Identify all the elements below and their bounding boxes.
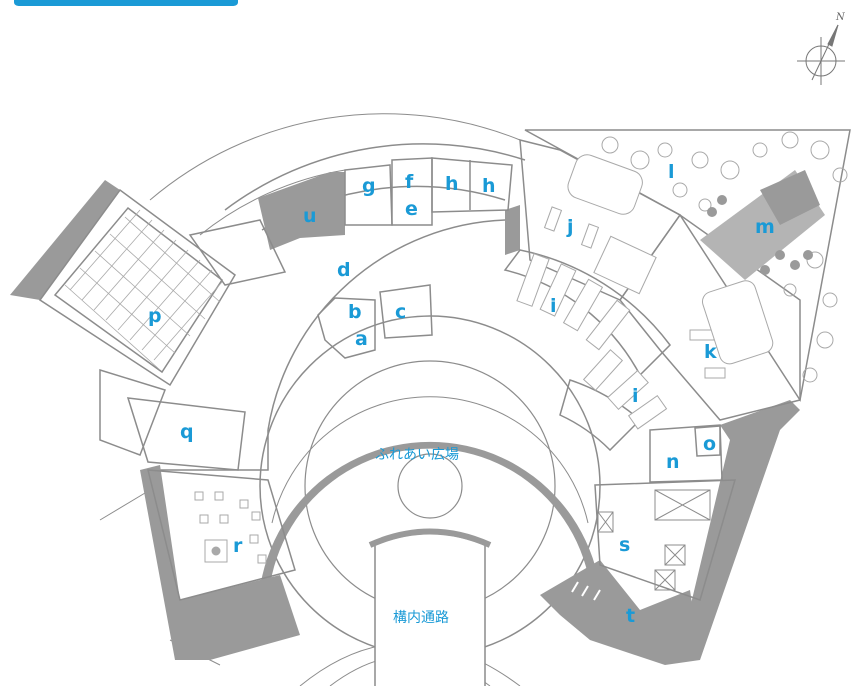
plaza-label: ふれあい広場 <box>375 447 459 463</box>
wall-masses <box>10 172 800 665</box>
room-label-g: g <box>362 175 376 197</box>
storage-boxes <box>597 489 711 591</box>
room-label-a: a <box>355 328 368 350</box>
room-label-t: t <box>626 605 635 627</box>
garden-plants <box>601 131 848 383</box>
room-label-d: d <box>337 259 351 281</box>
building-outline <box>148 143 526 471</box>
room-label-n: n <box>666 451 680 473</box>
room-label-c: c <box>395 301 406 323</box>
room-label-o: o <box>703 433 716 455</box>
room-label-b: b <box>348 301 362 323</box>
room-label-j: j <box>566 216 574 238</box>
room-label-f: f <box>405 171 414 193</box>
room-label-h2: h <box>482 175 496 197</box>
auditorium-seating <box>64 209 223 371</box>
room-label-i2: i <box>632 385 639 407</box>
header-tab <box>14 0 238 6</box>
room-label-l: l <box>668 161 675 183</box>
room-label-r: r <box>233 535 243 557</box>
room-labels: u g f e h h d b a c p q r j i i k l m n … <box>148 161 775 627</box>
room-label-s: s <box>619 534 630 556</box>
room-label-q: q <box>180 421 194 443</box>
room-label-h1: h <box>445 173 459 195</box>
courtyard-paving <box>700 170 825 280</box>
library-shelves <box>516 253 668 430</box>
room-label-k: k <box>704 341 717 363</box>
central-plaza <box>259 315 601 657</box>
room-label-i1: i <box>550 295 557 317</box>
room-label-e: e <box>405 198 418 220</box>
north-label: N <box>835 12 846 23</box>
parking-marks <box>571 581 601 601</box>
cafe-tables <box>194 491 267 564</box>
room-label-u: u <box>303 205 317 227</box>
compass-icon <box>797 24 845 85</box>
room-label-m: m <box>755 216 775 238</box>
room-label-p: p <box>148 305 162 327</box>
garden-trees <box>707 195 813 275</box>
corridor-label: 構内通路 <box>393 610 449 626</box>
study-tables <box>543 154 774 379</box>
